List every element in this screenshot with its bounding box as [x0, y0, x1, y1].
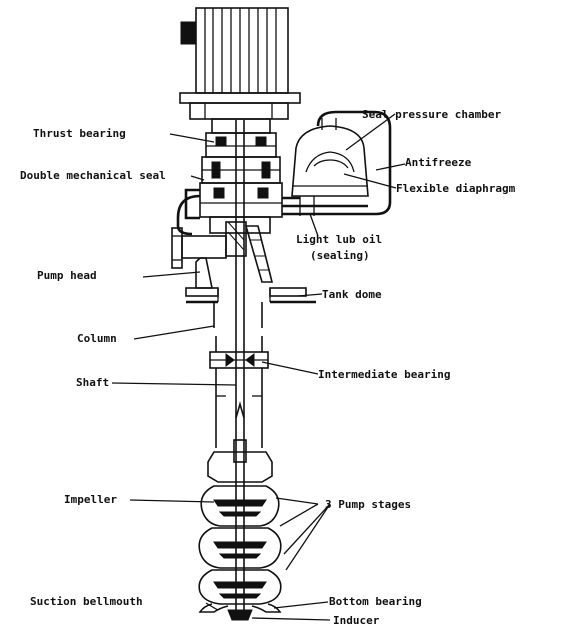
label-column: Column — [77, 332, 117, 345]
motor — [179, 7, 301, 120]
label-seal-pressure-chamber: Seal pressure chamber — [362, 108, 501, 121]
label-shaft: Shaft — [76, 376, 109, 389]
label-antifreeze: Antifreeze — [405, 156, 472, 169]
label-sealing: (sealing) — [310, 249, 370, 262]
labels: Seal pressure chamber Thrust bearing Ant… — [20, 108, 516, 627]
label-pump-stages: 3 Pump stages — [325, 498, 411, 511]
label-suction-bellmouth: Suction bellmouth — [30, 595, 143, 608]
pump-stages — [198, 451, 282, 605]
thrust-bearing-housing — [176, 118, 283, 236]
label-intermediate-bearing: Intermediate bearing — [318, 368, 450, 381]
intermediate-bearing — [209, 351, 269, 369]
label-pump-head: Pump head — [37, 269, 97, 282]
label-double-mechanical-seal: Double mechanical seal — [20, 169, 166, 182]
label-tank-dome: Tank dome — [322, 288, 382, 301]
label-thrust-bearing: Thrust bearing — [33, 127, 126, 140]
label-flexible-diaphragm: Flexible diaphragm — [396, 182, 516, 195]
label-bottom-bearing: Bottom bearing — [329, 595, 422, 608]
label-impeller: Impeller — [64, 493, 117, 506]
shaft — [233, 120, 247, 620]
leader-lines — [111, 113, 406, 621]
suction-bellmouth — [198, 603, 282, 621]
pump-head — [171, 221, 274, 289]
tank-dome — [185, 287, 316, 304]
seal-pressure-chamber — [282, 110, 392, 216]
label-light-lub-oil: Light lub oil — [296, 233, 382, 246]
label-inducer: Inducer — [333, 614, 380, 627]
column — [213, 302, 263, 448]
